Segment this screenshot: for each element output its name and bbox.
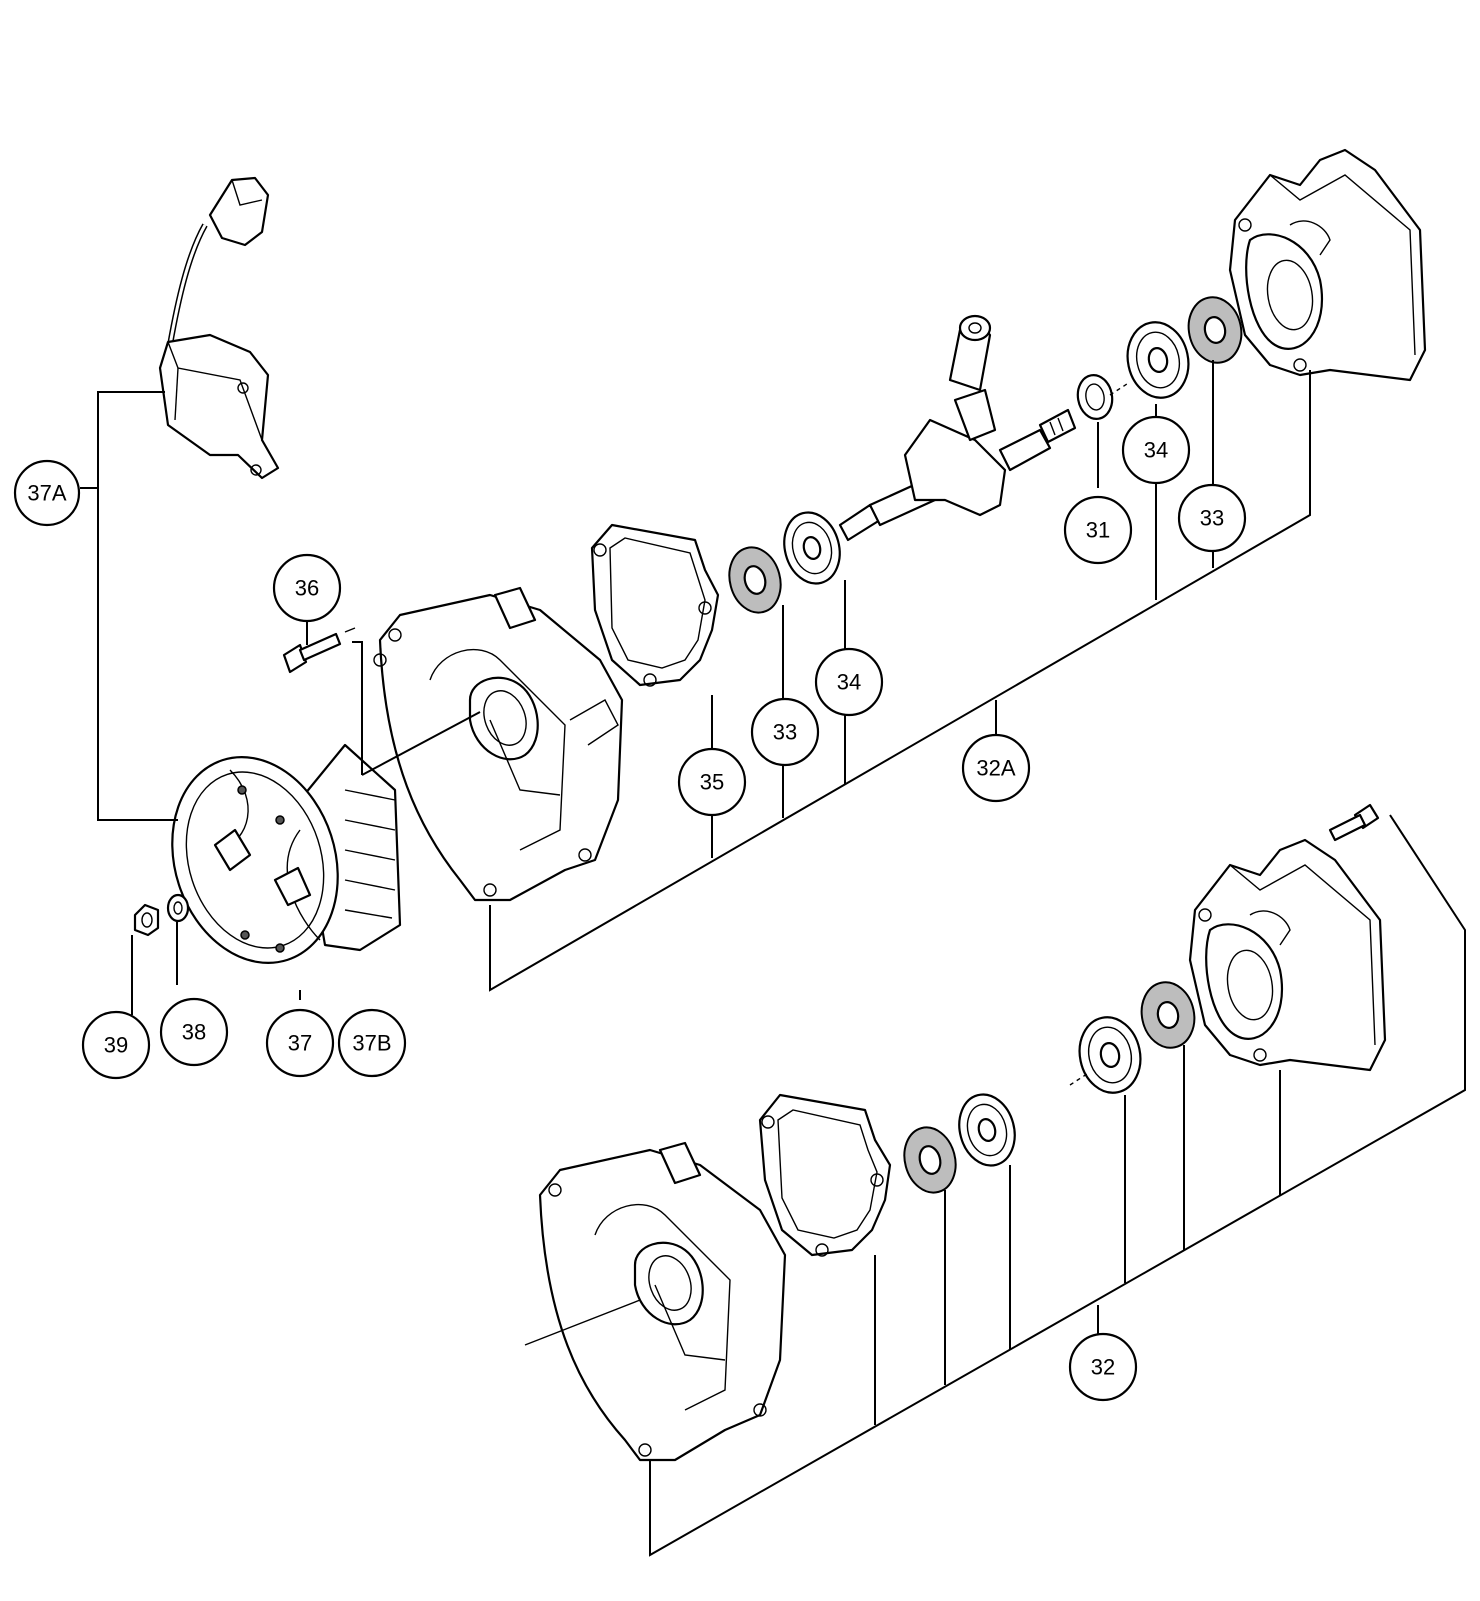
- upper-seal-and-bearing: [728, 511, 841, 614]
- callout-label: 35: [700, 770, 724, 795]
- callout-31: 31: [1063, 495, 1133, 565]
- callout-label: 34: [837, 670, 861, 695]
- callout-label: 33: [1200, 506, 1224, 531]
- callout-36: 36: [272, 553, 342, 623]
- crankshaft: [838, 314, 1077, 542]
- callout-32a: 32A: [961, 733, 1031, 803]
- callout-label: 37B: [352, 1031, 391, 1056]
- gasket-upper: [590, 523, 720, 687]
- ignition-coil: [158, 176, 280, 480]
- callout-label: 36: [295, 576, 319, 601]
- crankcase-right-lower: [1188, 803, 1387, 1072]
- callout-label: 37: [288, 1031, 312, 1056]
- crankcase-right-upper: [1228, 148, 1427, 382]
- screw-36: [282, 627, 356, 674]
- thrust-washer: [1076, 374, 1114, 420]
- gasket-lower: [758, 1093, 892, 1257]
- nut-and-washer: [133, 893, 190, 937]
- crankcase-left-upper: [373, 586, 624, 902]
- callout-label: 34: [1144, 438, 1168, 463]
- callout-label: 32A: [976, 756, 1015, 781]
- callout-39: 39: [81, 1010, 151, 1080]
- lower-seal-and-bearing: [903, 981, 1196, 1194]
- crankcase-left-lower: [524, 1141, 787, 1462]
- callout-label: 32: [1091, 1355, 1115, 1380]
- leader-lines: [80, 360, 1466, 1557]
- callout-32: 32: [1068, 1332, 1138, 1402]
- callout-label: 37A: [27, 481, 66, 506]
- right-bearing-and-seal: [1109, 296, 1243, 399]
- callout-37b: 37B: [337, 1008, 407, 1078]
- callout-33-right: 33: [1177, 483, 1247, 553]
- callout-label: 39: [104, 1033, 128, 1058]
- callout-34-left: 34: [814, 647, 884, 717]
- callout-38: 38: [159, 997, 229, 1067]
- callout-label: 31: [1086, 518, 1110, 543]
- callout-label: 38: [182, 1020, 206, 1045]
- callout-label: 33: [773, 720, 797, 745]
- flywheel: [171, 743, 402, 964]
- callout-33-left: 33: [750, 697, 820, 767]
- callout-37a: 37A: [13, 459, 81, 527]
- callout-35: 35: [677, 747, 747, 817]
- callout-37: 37: [265, 1008, 335, 1078]
- callout-34-right: 34: [1121, 415, 1191, 485]
